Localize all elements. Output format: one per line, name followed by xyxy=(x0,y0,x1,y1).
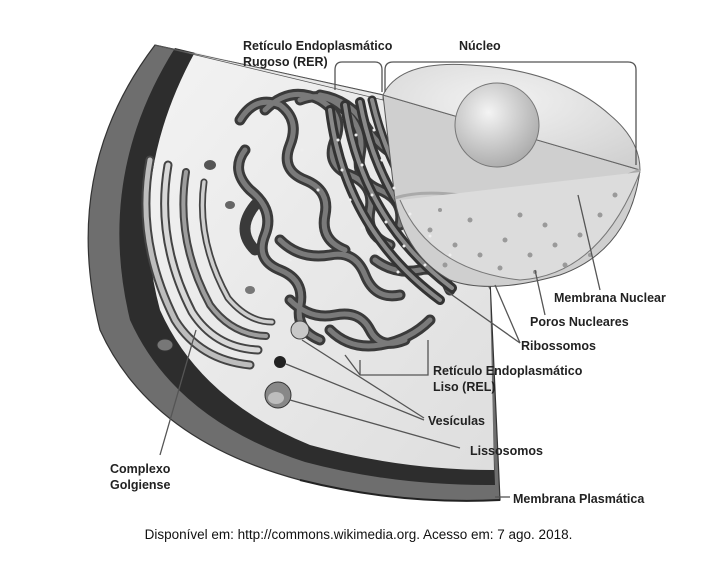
ribosomes-label: Ribossomos xyxy=(521,339,597,353)
lysosomes-label: Lissosomos xyxy=(470,444,543,458)
nucleolus xyxy=(454,82,540,168)
leader-lines xyxy=(159,61,637,498)
nuclear-pores-label: Poros Nucleares xyxy=(530,315,629,329)
nucleus xyxy=(382,63,641,287)
rel-label-line1: Retículo Endoplasmático xyxy=(433,364,583,378)
vesicles-label: Vesículas xyxy=(428,414,485,428)
rer-label-line2: Rugoso (RER) xyxy=(243,55,328,69)
golgi-complex xyxy=(141,155,276,370)
source-caption: Disponível em: http://commons.wikimedia.… xyxy=(144,527,573,542)
ribosomes xyxy=(288,128,452,274)
rer-label-line1: Retículo Endoplasmático xyxy=(243,39,393,53)
nuclear-pores xyxy=(427,192,618,274)
nuclear-membrane-label: Membrana Nuclear xyxy=(554,291,666,305)
vesicles xyxy=(264,320,310,409)
rel-label-line2: Liso (REL) xyxy=(433,380,496,394)
plasma-membrane-label: Membrana Plasmática xyxy=(513,492,645,506)
golgi-label-line2: Golgiense xyxy=(110,478,171,492)
golgi-label-line1: Complexo xyxy=(110,462,171,476)
nucleus-label: Núcleo xyxy=(459,39,501,53)
